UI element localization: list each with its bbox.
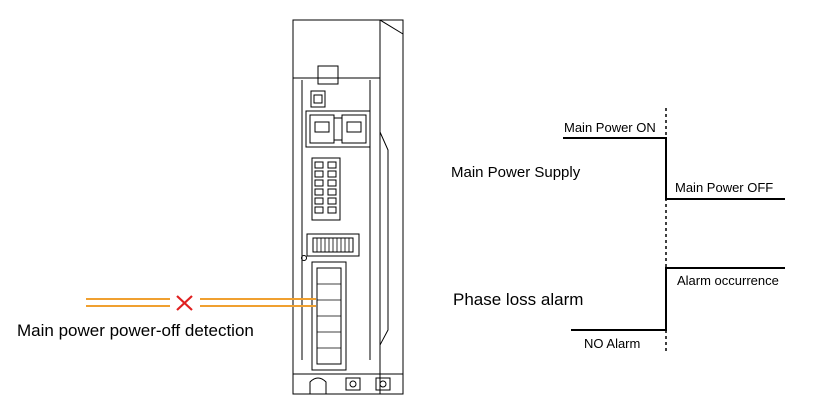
- cross-mark-icon: [176, 295, 193, 311]
- top-tab: [317, 65, 339, 85]
- drive-top-cap: [292, 19, 381, 79]
- indicator-dot: [301, 255, 307, 261]
- supply-off-label: Main Power OFF: [675, 180, 774, 195]
- drive-body: [292, 19, 404, 395]
- alarm-label: Phase loss alarm: [453, 290, 584, 309]
- supply-label: Main Power Supply: [451, 164, 581, 181]
- mount-hole-2: [379, 380, 387, 388]
- alarm-waveform: [571, 267, 785, 331]
- main-power-connector: [311, 261, 347, 371]
- usb-port: [310, 90, 326, 108]
- alarm-on-label: Alarm occurrence: [677, 273, 779, 288]
- mount-hole-1: [349, 380, 357, 388]
- encoder-connector: [306, 233, 360, 257]
- mount-slot: [309, 377, 327, 394]
- rj45-ports: [305, 110, 371, 148]
- servo-drive: [292, 19, 404, 395]
- terminal-pins: [314, 161, 337, 214]
- detection-label: Main power power-off detection: [17, 321, 254, 340]
- alarm-off-label: NO Alarm: [584, 336, 641, 351]
- timing-diagram: [563, 108, 785, 352]
- power-wires: [86, 298, 316, 307]
- supply-on-label: Main Power ON: [564, 120, 656, 135]
- drive-side-groove: [379, 131, 389, 346]
- io-terminal-block: [311, 157, 341, 221]
